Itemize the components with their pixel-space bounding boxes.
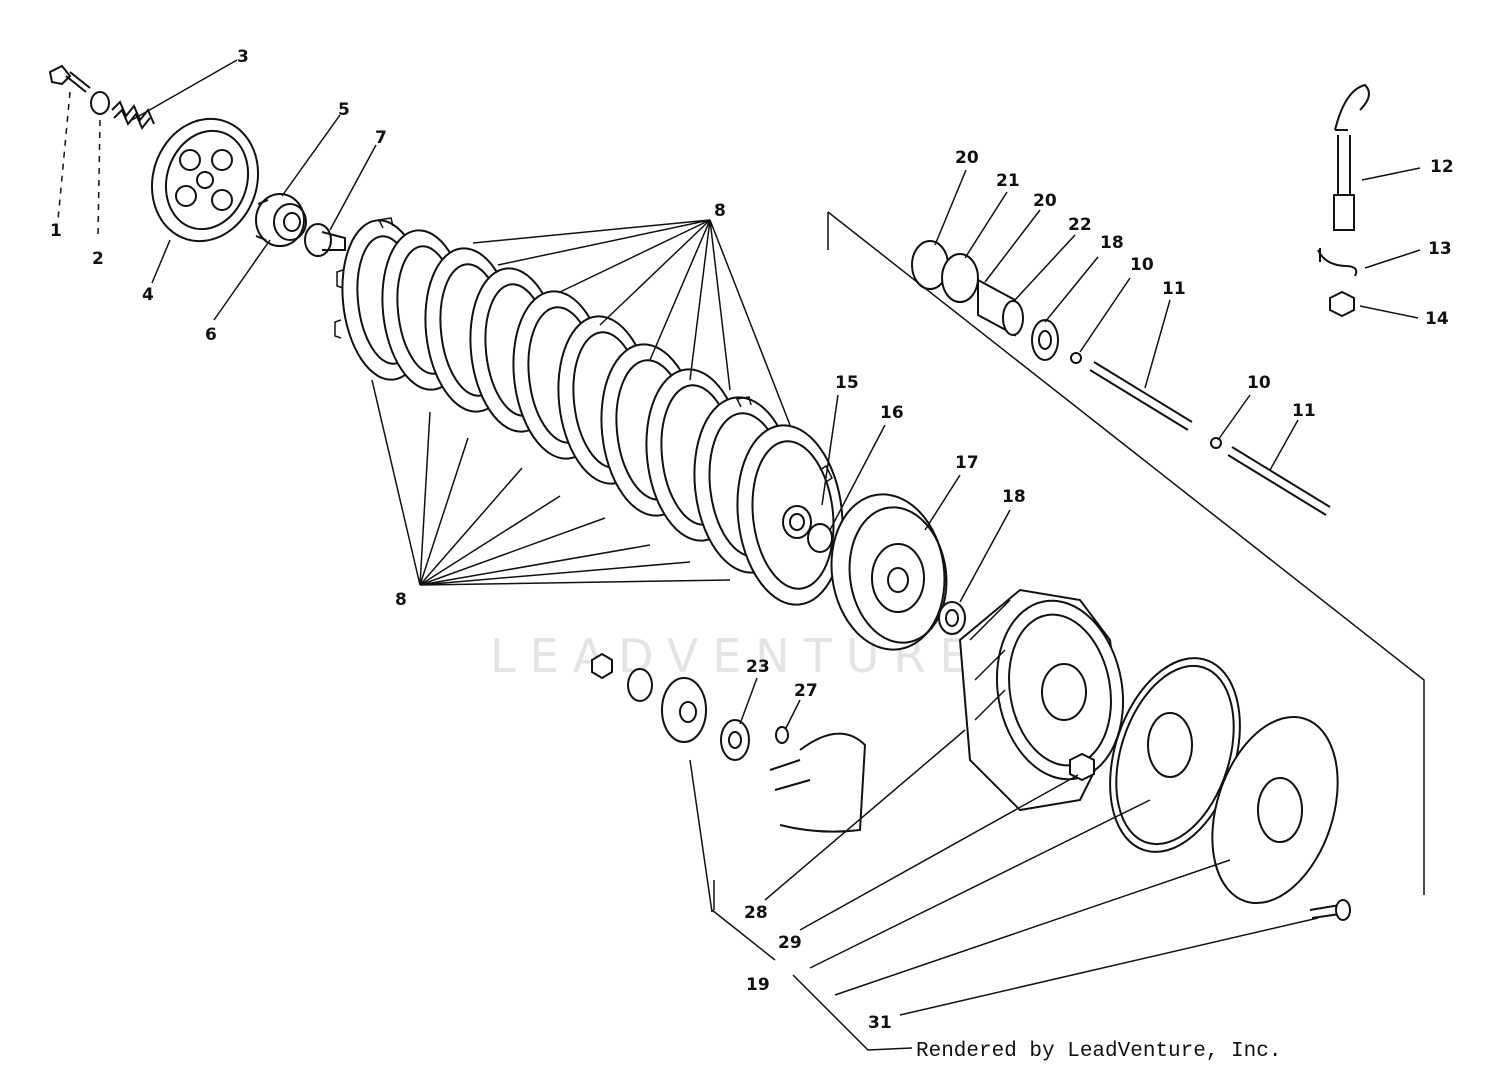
screw-part <box>1309 899 1351 921</box>
shaft-part <box>769 732 867 833</box>
callout-2: 2 <box>92 249 104 269</box>
bearing-sleeve-part <box>911 240 1059 361</box>
nut-part <box>1069 752 1095 782</box>
callout-5: 5 <box>338 100 350 120</box>
callout-20-a: 20 <box>955 148 979 168</box>
drive-plate-part <box>830 493 948 651</box>
washer-part <box>90 91 110 115</box>
ball-part <box>1070 352 1082 364</box>
callout-19: 19 <box>746 975 770 995</box>
hub-washer-part <box>782 505 833 553</box>
callout-31: 31 <box>868 1013 892 1033</box>
primary-gear-part <box>591 652 789 761</box>
callout-1: 1 <box>50 221 62 241</box>
callout-7: 7 <box>375 128 387 148</box>
callout-28: 28 <box>744 903 768 923</box>
lever-nut-part <box>1329 290 1355 318</box>
callout-4: 4 <box>142 285 154 305</box>
callout-8-top: 8 <box>714 201 726 221</box>
clutch-plate-stack <box>334 217 844 606</box>
callout-20-b: 20 <box>1033 191 1057 211</box>
push-rod-part <box>1089 361 1331 516</box>
push-piece-part <box>304 223 346 257</box>
callout-16: 16 <box>880 403 904 423</box>
lock-washer-part <box>938 601 966 635</box>
callout-17: 17 <box>955 453 979 473</box>
callout-14: 14 <box>1425 309 1449 329</box>
spring-part <box>111 100 155 130</box>
callout-18-b: 18 <box>1002 487 1026 507</box>
callout-15: 15 <box>835 373 859 393</box>
back-plate-part <box>1211 715 1339 905</box>
callout-21: 21 <box>996 171 1020 191</box>
callout-10-a: 10 <box>1130 255 1154 275</box>
callout-11-b: 11 <box>1292 401 1316 421</box>
return-spring-part <box>1317 248 1358 277</box>
callout-3: 3 <box>237 47 249 67</box>
callout-6: 6 <box>205 325 217 345</box>
callout-8-bottom: 8 <box>395 590 407 610</box>
pressure-plate-part <box>150 117 260 243</box>
bolt-part <box>48 64 91 93</box>
callout-27: 27 <box>794 681 818 701</box>
bearing-part <box>255 193 307 247</box>
callout-22: 22 <box>1068 215 1092 235</box>
callout-23: 23 <box>746 657 770 677</box>
callout-13: 13 <box>1428 239 1452 259</box>
callout-11-a: 11 <box>1162 279 1186 299</box>
render-credit: Rendered by LeadVenture, Inc. <box>916 1040 1281 1063</box>
callout-12: 12 <box>1430 157 1454 177</box>
callout-29: 29 <box>778 933 802 953</box>
callout-10-b: 10 <box>1247 373 1271 393</box>
callout-18-a: 18 <box>1100 233 1124 253</box>
release-lever-part <box>1333 83 1370 231</box>
